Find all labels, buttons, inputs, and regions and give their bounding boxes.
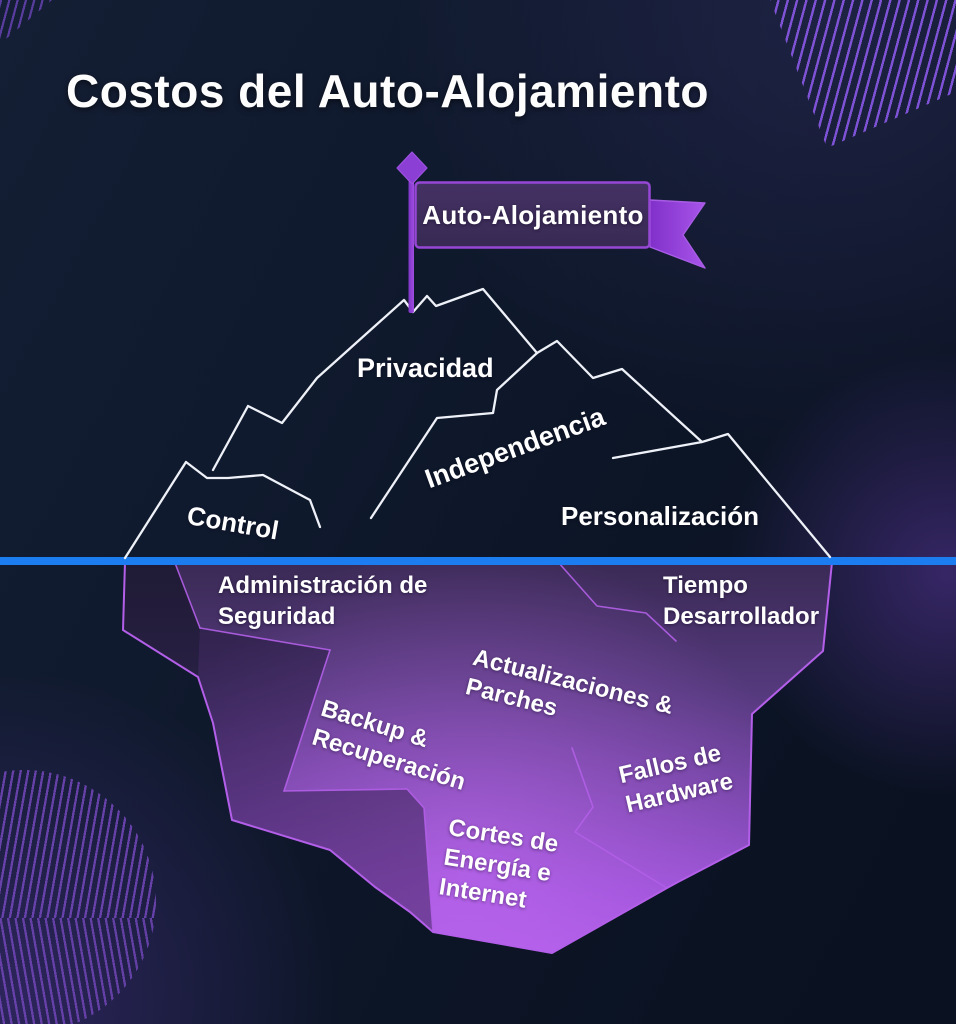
flag-diamond-icon [396, 151, 428, 185]
crevasse-backup-bottom [283, 788, 434, 933]
page-title: Costos del Auto-Alojamiento [66, 65, 710, 117]
flag-ribbon-tail [649, 199, 706, 269]
iceberg-label-line: Desarrollador [663, 603, 820, 630]
iceberg-label-tiempo-desarrollador: Tiempo Desarrollador [663, 570, 819, 632]
waterline-bar [0, 557, 956, 565]
iceberg-label-line: Tiempo [663, 572, 748, 599]
crevasse-cortes-fallos [571, 747, 668, 889]
iceberg-dark-facet-lower-left [198, 628, 433, 932]
mountain-label-privacidad: Privacidad [357, 353, 494, 383]
flag-banner-label: Auto-Alojamiento [422, 199, 644, 230]
iceberg-crevasse-lines [174, 561, 677, 933]
mountain-ridge-lines [123, 287, 832, 560]
crevasse-tiempo [557, 561, 677, 642]
summit-flag [396, 151, 706, 313]
mountain-main-silhouette [211, 287, 832, 559]
crevasse-backup-left [283, 649, 331, 792]
iceberg-underwater-body [122, 561, 833, 954]
iceberg-dark-facet-left [123, 562, 200, 677]
iceberg-label-line: Administración de [218, 572, 428, 599]
flag-banner [414, 181, 651, 249]
iceberg-outline [122, 561, 833, 954]
iceberg-label-administracion-seguridad: Administración de Seguridad [218, 570, 427, 632]
flag-pole [408, 164, 414, 313]
mountain-inner-ridge [369, 351, 539, 520]
crevasse-under-admin [199, 627, 331, 651]
iceberg-glow-overlay [123, 562, 832, 953]
iceberg-label-line: Seguridad [218, 603, 336, 630]
mountain-inner-ridge-right [611, 440, 704, 460]
crevasse-left [174, 562, 201, 629]
mountain-foothill-control [123, 460, 322, 560]
mountain-label-personalizacion: Personalización [561, 501, 759, 531]
iceberg-label-cortes-energia-internet: Cortes de Energía e Internet [437, 813, 560, 919]
